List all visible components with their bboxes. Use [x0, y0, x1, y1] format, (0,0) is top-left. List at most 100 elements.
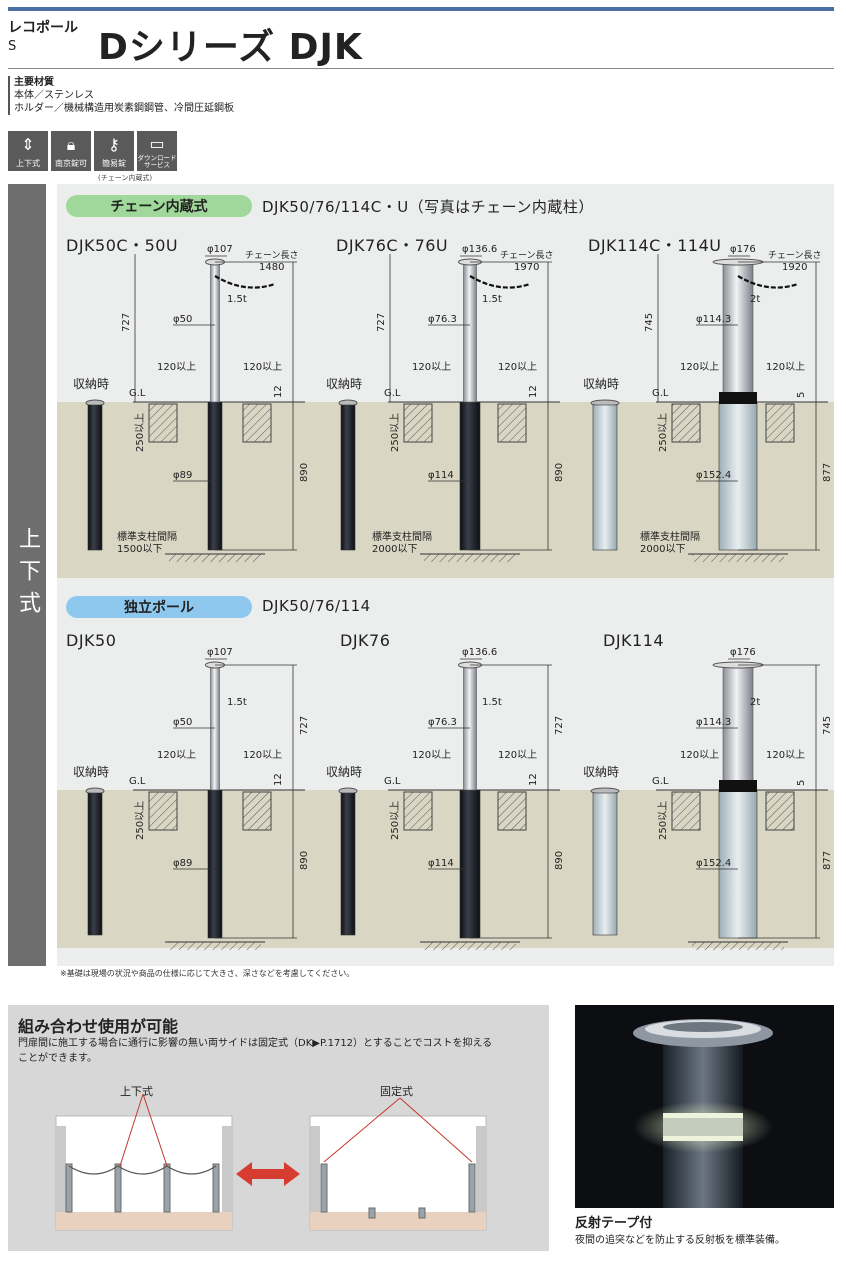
- dim-ground-offset: 12: [528, 385, 539, 398]
- dim-margin-left: 120以上: [680, 361, 719, 373]
- feature-up-down: ⇕ 上下式: [8, 131, 48, 171]
- dim-height-below: 890: [299, 463, 310, 482]
- chain: [214, 275, 276, 289]
- bollard-diagrams: 収納時 G.L φ107 1.5t φ50 120以上 120以上 12 250以上 φ89 890…: [57, 244, 834, 950]
- stored-pole: [340, 404, 356, 551]
- feature-label: 南京錠可: [55, 159, 87, 168]
- storage-label: 収納時: [583, 377, 619, 391]
- spacing-label: 標準支柱間隔: [117, 530, 177, 543]
- gl-label: G.L: [384, 388, 401, 399]
- dim-margin-right: 120以上: [498, 749, 537, 761]
- dim-depth: 250以上: [389, 413, 401, 452]
- bollard-post: [212, 1163, 220, 1213]
- lower-sleeve: [207, 401, 223, 551]
- foundation-hatch: [765, 791, 795, 831]
- gate-pillar: [310, 1126, 320, 1212]
- feature-label: 簡易錠: [102, 159, 126, 168]
- base-hatch: [424, 942, 516, 950]
- dim-thickness: 1.5t: [482, 697, 502, 708]
- dim-lower-diameter: φ152.4: [696, 470, 731, 481]
- top-rule: [8, 7, 834, 11]
- indep-section-text: DJK50/76/114: [262, 597, 371, 615]
- dim-body-diameter: φ50: [173, 717, 192, 728]
- dim-thickness: 2t: [750, 697, 760, 708]
- dim-margin-right: 120以上: [243, 749, 282, 761]
- dim-ground-offset: 5: [796, 780, 807, 786]
- collar-ring: [719, 392, 757, 404]
- indep-section-pill: 独立ポール: [66, 596, 252, 618]
- ground-fill: [57, 402, 834, 578]
- gate-pillar: [56, 1126, 66, 1212]
- leader-line: [142, 1093, 168, 1167]
- base-hatch: [692, 554, 784, 562]
- gl-label: G.L: [384, 776, 401, 787]
- feature-label: 上下式: [16, 159, 40, 168]
- foundation-hatch: [671, 403, 701, 443]
- model-name: DJK114: [603, 631, 665, 650]
- chain-length-value: 1480: [259, 262, 284, 273]
- dim-height-below: 877: [822, 851, 833, 870]
- foundation-hatch: [242, 791, 272, 831]
- dim-height-below: 890: [554, 463, 565, 482]
- chain-length-label: チェーン長さ: [500, 250, 554, 261]
- spacing-label: 標準支柱間隔: [372, 530, 432, 543]
- dim-margin-left: 120以上: [412, 749, 451, 761]
- dim-height-above: 727: [299, 716, 310, 735]
- gl-label: G.L: [129, 388, 146, 399]
- bollard-post: [114, 1163, 122, 1213]
- dim-margin-left: 120以上: [157, 361, 196, 373]
- dim-thickness: 1.5t: [482, 294, 502, 305]
- stored-pole: [592, 404, 618, 551]
- reflector-photo: [575, 1005, 834, 1208]
- bollard-post: [320, 1163, 328, 1213]
- chain: [737, 275, 799, 289]
- stored-pole: [340, 792, 356, 936]
- materials-block: 主要材質 本体／ステンレス ホルダー／機械構造用炭素鋼鋼管、冷間圧延鋼板: [8, 76, 234, 115]
- feature-label: ダウンロード サービス: [137, 154, 177, 169]
- dim-depth: 250以上: [134, 413, 146, 452]
- brand-name: レコポール: [8, 20, 78, 36]
- gl-label: G.L: [129, 776, 146, 787]
- dim-height-below: 890: [299, 851, 310, 870]
- dim-lower-diameter: φ89: [173, 470, 192, 481]
- chain-length-label: チェーン長さ: [245, 250, 299, 261]
- feature-key: ⚷ 簡易錠: [94, 131, 134, 171]
- dim-height-below: 890: [554, 851, 565, 870]
- section-sidebar: 上下式: [8, 184, 46, 966]
- leader-line: [399, 1097, 473, 1163]
- diagram-layer: 収納時 G.L φ107 1.5t φ50 120以上 120以上 12 250以上 φ89 890…: [73, 244, 833, 950]
- bollard-post-lowered: [418, 1207, 426, 1219]
- foundation-hatch: [765, 403, 795, 443]
- dim-lower-diameter: φ152.4: [696, 858, 731, 869]
- upper-post: [463, 664, 477, 791]
- spacing-value: 1500以下: [117, 544, 162, 555]
- model-name: DJK76C・76U: [336, 236, 449, 255]
- storage-label: 収納時: [73, 377, 109, 391]
- dim-depth: 250以上: [134, 801, 146, 840]
- dim-thickness: 2t: [750, 294, 760, 305]
- dim-margin-right: 120以上: [498, 361, 537, 373]
- bollard-post: [468, 1163, 476, 1213]
- dim-height-above: 745: [822, 716, 833, 735]
- chain: [469, 275, 531, 289]
- dim-body-diameter: φ76.3: [428, 314, 457, 325]
- dim-top-diameter: φ107: [207, 244, 233, 255]
- dim-lower-diameter: φ114: [428, 858, 454, 869]
- chain: [68, 1165, 217, 1175]
- lower-sleeve: [459, 401, 481, 551]
- title-rule: [8, 68, 834, 69]
- storage-label: 収納時: [326, 765, 362, 779]
- chain-length-value: 1970: [514, 262, 539, 273]
- ground-strip: [310, 1212, 486, 1230]
- reflective-tape-illustration: [633, 1019, 773, 1208]
- foundation-hatch: [403, 791, 433, 831]
- stored-pole: [87, 404, 103, 551]
- storage-label: 収納時: [326, 377, 362, 391]
- chain-length-value: 1920: [782, 262, 807, 273]
- feature-download: ▭ ダウンロード サービス: [137, 131, 177, 171]
- bollard-post: [163, 1163, 171, 1213]
- dim-height-above: 745: [644, 313, 655, 332]
- upper-post: [722, 261, 754, 403]
- stored-pole: [592, 792, 618, 936]
- model-name: DJK114C・114U: [588, 236, 722, 255]
